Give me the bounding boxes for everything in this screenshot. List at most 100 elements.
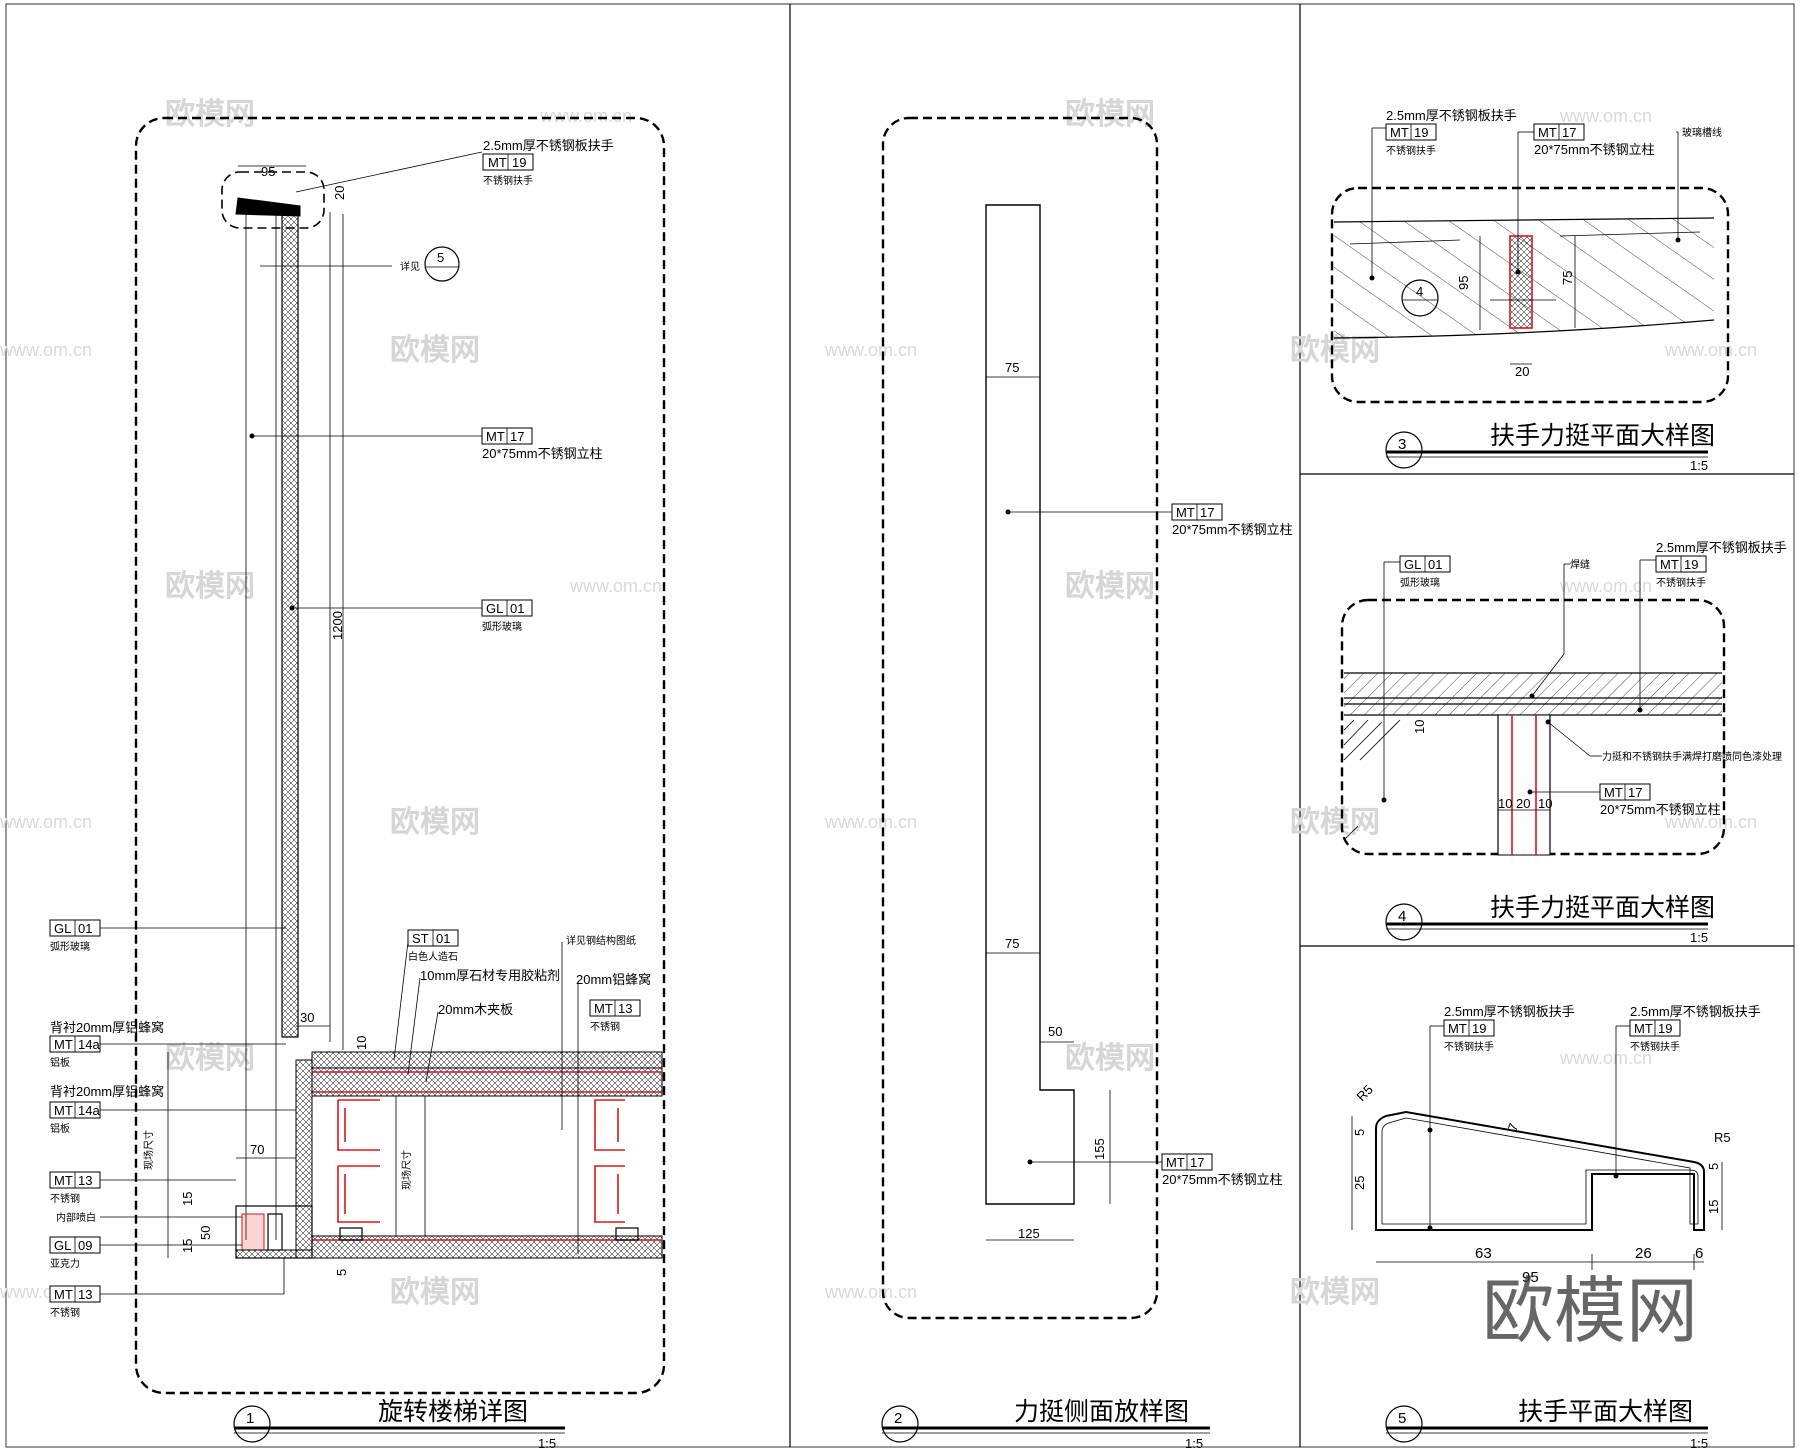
svg-text:70: 70 [250, 1142, 264, 1157]
svg-text:13: 13 [618, 1001, 632, 1016]
svg-text:弧形玻璃: 弧形玻璃 [1400, 576, 1440, 589]
floor-slab-top [311, 1051, 663, 1069]
panel-5-number: 5 [1398, 1410, 1406, 1427]
svg-text:欧模网: 欧模网 [1065, 1042, 1155, 1075]
svg-text:MT: MT [54, 1287, 73, 1302]
panel-1-title: 旋转楼梯详图 [378, 1398, 528, 1426]
panel-5-scale: 1:5 [1690, 1436, 1708, 1451]
svg-text:19: 19 [1658, 1021, 1672, 1036]
watermarks: 欧模网 www.om.cn 欧模网 www.om.cn www.om.cn 欧模… [0, 98, 1757, 1309]
svg-text:20mm铝蜂窝: 20mm铝蜂窝 [576, 972, 651, 987]
svg-text:17: 17 [1190, 1155, 1204, 1170]
svg-text:欧模网: 欧模网 [1065, 570, 1155, 603]
stair-side-wall [295, 1059, 313, 1259]
glass-panel [281, 213, 299, 1038]
svg-text:MT: MT [594, 1001, 613, 1016]
svg-text:01: 01 [78, 921, 92, 936]
svg-text:www.om.cn: www.om.cn [1664, 812, 1757, 832]
panel-1-scale: 1:5 [538, 1436, 556, 1451]
svg-text:10mm厚石材专用胶粘剂: 10mm厚石材专用胶粘剂 [420, 968, 560, 983]
panel-1-number: 1 [246, 1410, 254, 1427]
svg-text:GL: GL [1404, 557, 1421, 572]
svg-text:2.5mm厚不锈钢板扶手: 2.5mm厚不锈钢板扶手 [1386, 108, 1517, 123]
svg-text:不锈钢: 不锈钢 [50, 1306, 80, 1319]
handrail-detail-bubble [221, 171, 325, 229]
handrail-cap [235, 197, 301, 217]
svg-text:20*75mm不锈钢立柱: 20*75mm不锈钢立柱 [1172, 522, 1293, 537]
svg-text:01: 01 [1428, 557, 1442, 572]
panel-2-scale: 1:5 [1185, 1436, 1203, 1451]
svg-text:欧模网: 欧模网 [390, 334, 480, 367]
panel-1-stair-detail: 95 20 1200 详见 5 2.5mm厚不锈钢板扶手 MT 19 不锈钢扶手… [49, 116, 666, 1451]
svg-text:ST: ST [412, 931, 429, 946]
panel-5-handrail-plan: 63 26 6 95 5 25 R5 7 5 15 R5 2.5mm厚不锈钢板扶… [1351, 1004, 1761, 1451]
svg-text:7: 7 [1505, 1121, 1522, 1133]
panel-5-title: 扶手平面大样图 [1518, 1398, 1693, 1426]
svg-text:4: 4 [1416, 284, 1423, 299]
svg-text:www.om.cn: www.om.cn [0, 812, 92, 832]
svg-text:不锈钢扶手: 不锈钢扶手 [1630, 1040, 1680, 1053]
svg-text:MT: MT [54, 1173, 73, 1188]
svg-text:75: 75 [1005, 360, 1019, 375]
panel-4-title: 扶手力挺平面大样图 [1490, 894, 1715, 922]
svg-text:50: 50 [198, 1226, 213, 1240]
svg-text:www.om.cn: www.om.cn [1559, 1048, 1652, 1068]
svg-text:欧模网: 欧模网 [390, 806, 480, 839]
panel-2-post-elevation: 75 75 50 155 125 MT 17 20*75mm不锈钢立柱 MT 1… [881, 116, 1293, 1451]
svg-text:01: 01 [510, 601, 524, 616]
dim-1200: 1200 [330, 611, 345, 640]
sheet-border [5, 3, 1795, 1448]
svg-text:10: 10 [1412, 720, 1427, 734]
callout-mt17-note: 20*75mm不锈钢立柱 [482, 446, 603, 461]
callout-mt19-note: 2.5mm厚不锈钢板扶手 [483, 138, 614, 153]
svg-text:30: 30 [300, 1010, 314, 1025]
svg-text:内部喷白: 内部喷白 [56, 1211, 96, 1224]
svg-text:19: 19 [1684, 557, 1698, 572]
svg-text:MT: MT [1176, 505, 1195, 520]
svg-text:铝板: 铝板 [50, 1122, 70, 1135]
svg-text:MT: MT [1390, 125, 1409, 140]
svg-text:10: 10 [354, 1036, 369, 1050]
svg-text:弧形玻璃: 弧形玻璃 [50, 940, 90, 953]
svg-text:www.om.cn: www.om.cn [824, 812, 917, 832]
svg-text:20*75mm不锈钢立柱: 20*75mm不锈钢立柱 [1162, 1172, 1283, 1187]
svg-text:详见钢结构图纸: 详见钢结构图纸 [566, 934, 636, 947]
svg-text:14a: 14a [78, 1037, 100, 1052]
svg-text:50: 50 [1048, 1024, 1062, 1039]
svg-text:亚克力: 亚克力 [50, 1257, 80, 1270]
svg-text:MT: MT [1660, 557, 1679, 572]
svg-text:白色人造石: 白色人造石 [408, 950, 458, 963]
svg-text:GL: GL [486, 601, 503, 616]
svg-text:欧模网: 欧模网 [1290, 806, 1380, 839]
svg-text:背衬20mm厚铝蜂窝: 背衬20mm厚铝蜂窝 [50, 1020, 164, 1035]
svg-text:弧形玻璃: 弧形玻璃 [482, 620, 522, 633]
handrail-profile-outer [1375, 1110, 1705, 1231]
svg-text:MT: MT [488, 155, 507, 170]
svg-text:19: 19 [1472, 1021, 1486, 1036]
svg-text:力挺和不锈钢扶手满焊打磨喷同色漆处理: 力挺和不锈钢扶手满焊打磨喷同色漆处理 [1602, 750, 1782, 763]
svg-text:17: 17 [1200, 505, 1214, 520]
svg-text:www.om.cn: www.om.cn [1559, 106, 1652, 126]
svg-text:不锈钢: 不锈钢 [590, 1020, 620, 1033]
svg-text:铝板: 铝板 [50, 1056, 70, 1069]
svg-text:欧模网: 欧模网 [1065, 98, 1155, 131]
panel-2-number: 2 [894, 1410, 902, 1427]
svg-text:95: 95 [1522, 1269, 1539, 1286]
svg-text:14a: 14a [78, 1103, 100, 1118]
svg-text:现场尺寸: 现场尺寸 [142, 1130, 155, 1170]
svg-text:www.om.cn: www.om.cn [0, 340, 92, 360]
svg-text:5: 5 [1706, 1163, 1721, 1170]
svg-text:20: 20 [1515, 364, 1529, 379]
svg-text:15: 15 [180, 1239, 195, 1253]
svg-text:GL: GL [54, 921, 71, 936]
svg-text:欧模网: 欧模网 [165, 570, 255, 603]
svg-text:GL: GL [54, 1238, 71, 1253]
svg-text:欧模网: 欧模网 [390, 1276, 480, 1309]
svg-text:19: 19 [1414, 125, 1428, 140]
svg-text:R5: R5 [1714, 1130, 1731, 1145]
brand-logo-text: 欧模网 [1482, 1272, 1698, 1352]
svg-text:MT: MT [54, 1103, 73, 1118]
svg-text:5: 5 [1352, 1129, 1367, 1136]
svg-text:不锈钢: 不锈钢 [50, 1192, 80, 1205]
post-section [1509, 235, 1533, 329]
